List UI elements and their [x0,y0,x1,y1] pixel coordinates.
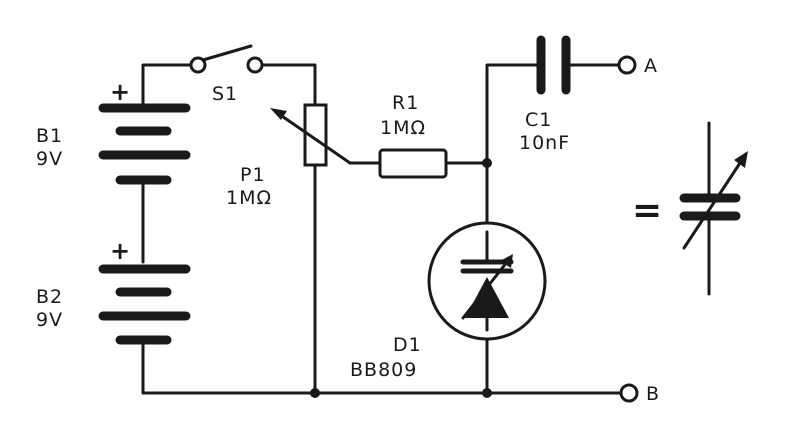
equivalence-sign: = [632,190,662,231]
terminal-a-label: A [644,55,658,77]
battery-b1-value: 9V [36,148,63,170]
circuit-wires [141,63,624,395]
resistor-r1-symbol [378,148,448,179]
capacitor-c1-symbol [536,35,571,95]
battery-b2-plus-sign: + [110,237,130,265]
potentiometer-p1-value: 1MΩ [226,187,272,209]
switch-s1-label: S1 [212,83,238,105]
diode-d1-value: BB809 [350,359,417,381]
battery-b1-label: B1 [36,125,63,147]
battery-b1-symbol [98,103,191,185]
variable-capacitor-symbol [679,121,748,296]
resistor-r1-label: R1 [392,92,419,114]
switch-s1-symbol [189,44,264,74]
wire-s1-to-p1 [260,63,317,107]
battery-b2-symbol [98,264,191,345]
capacitor-c1-value: 10nF [519,132,570,154]
potentiometer-p1-label: P1 [240,164,266,186]
terminal-a-connector [617,55,637,75]
capacitor-c1-label: C1 [525,109,552,131]
wire-node-to-c1 [485,63,539,234]
wire-ground-bus [141,338,624,395]
wire-b1-to-s1 [141,63,192,110]
battery-b2-value: 9V [36,309,63,331]
terminal-b-connector [619,383,639,403]
diode-d1-label: D1 [393,334,422,356]
terminal-b-label: B [646,383,660,405]
battery-b1-plus-sign: + [110,78,130,106]
resistor-r1-value: 1MΩ [380,117,426,139]
potentiometer-p1-symbol [270,103,352,167]
junction-dots [310,158,492,398]
varicap-diode-d1-symbol [427,221,547,341]
battery-b2-label: B2 [36,286,63,308]
